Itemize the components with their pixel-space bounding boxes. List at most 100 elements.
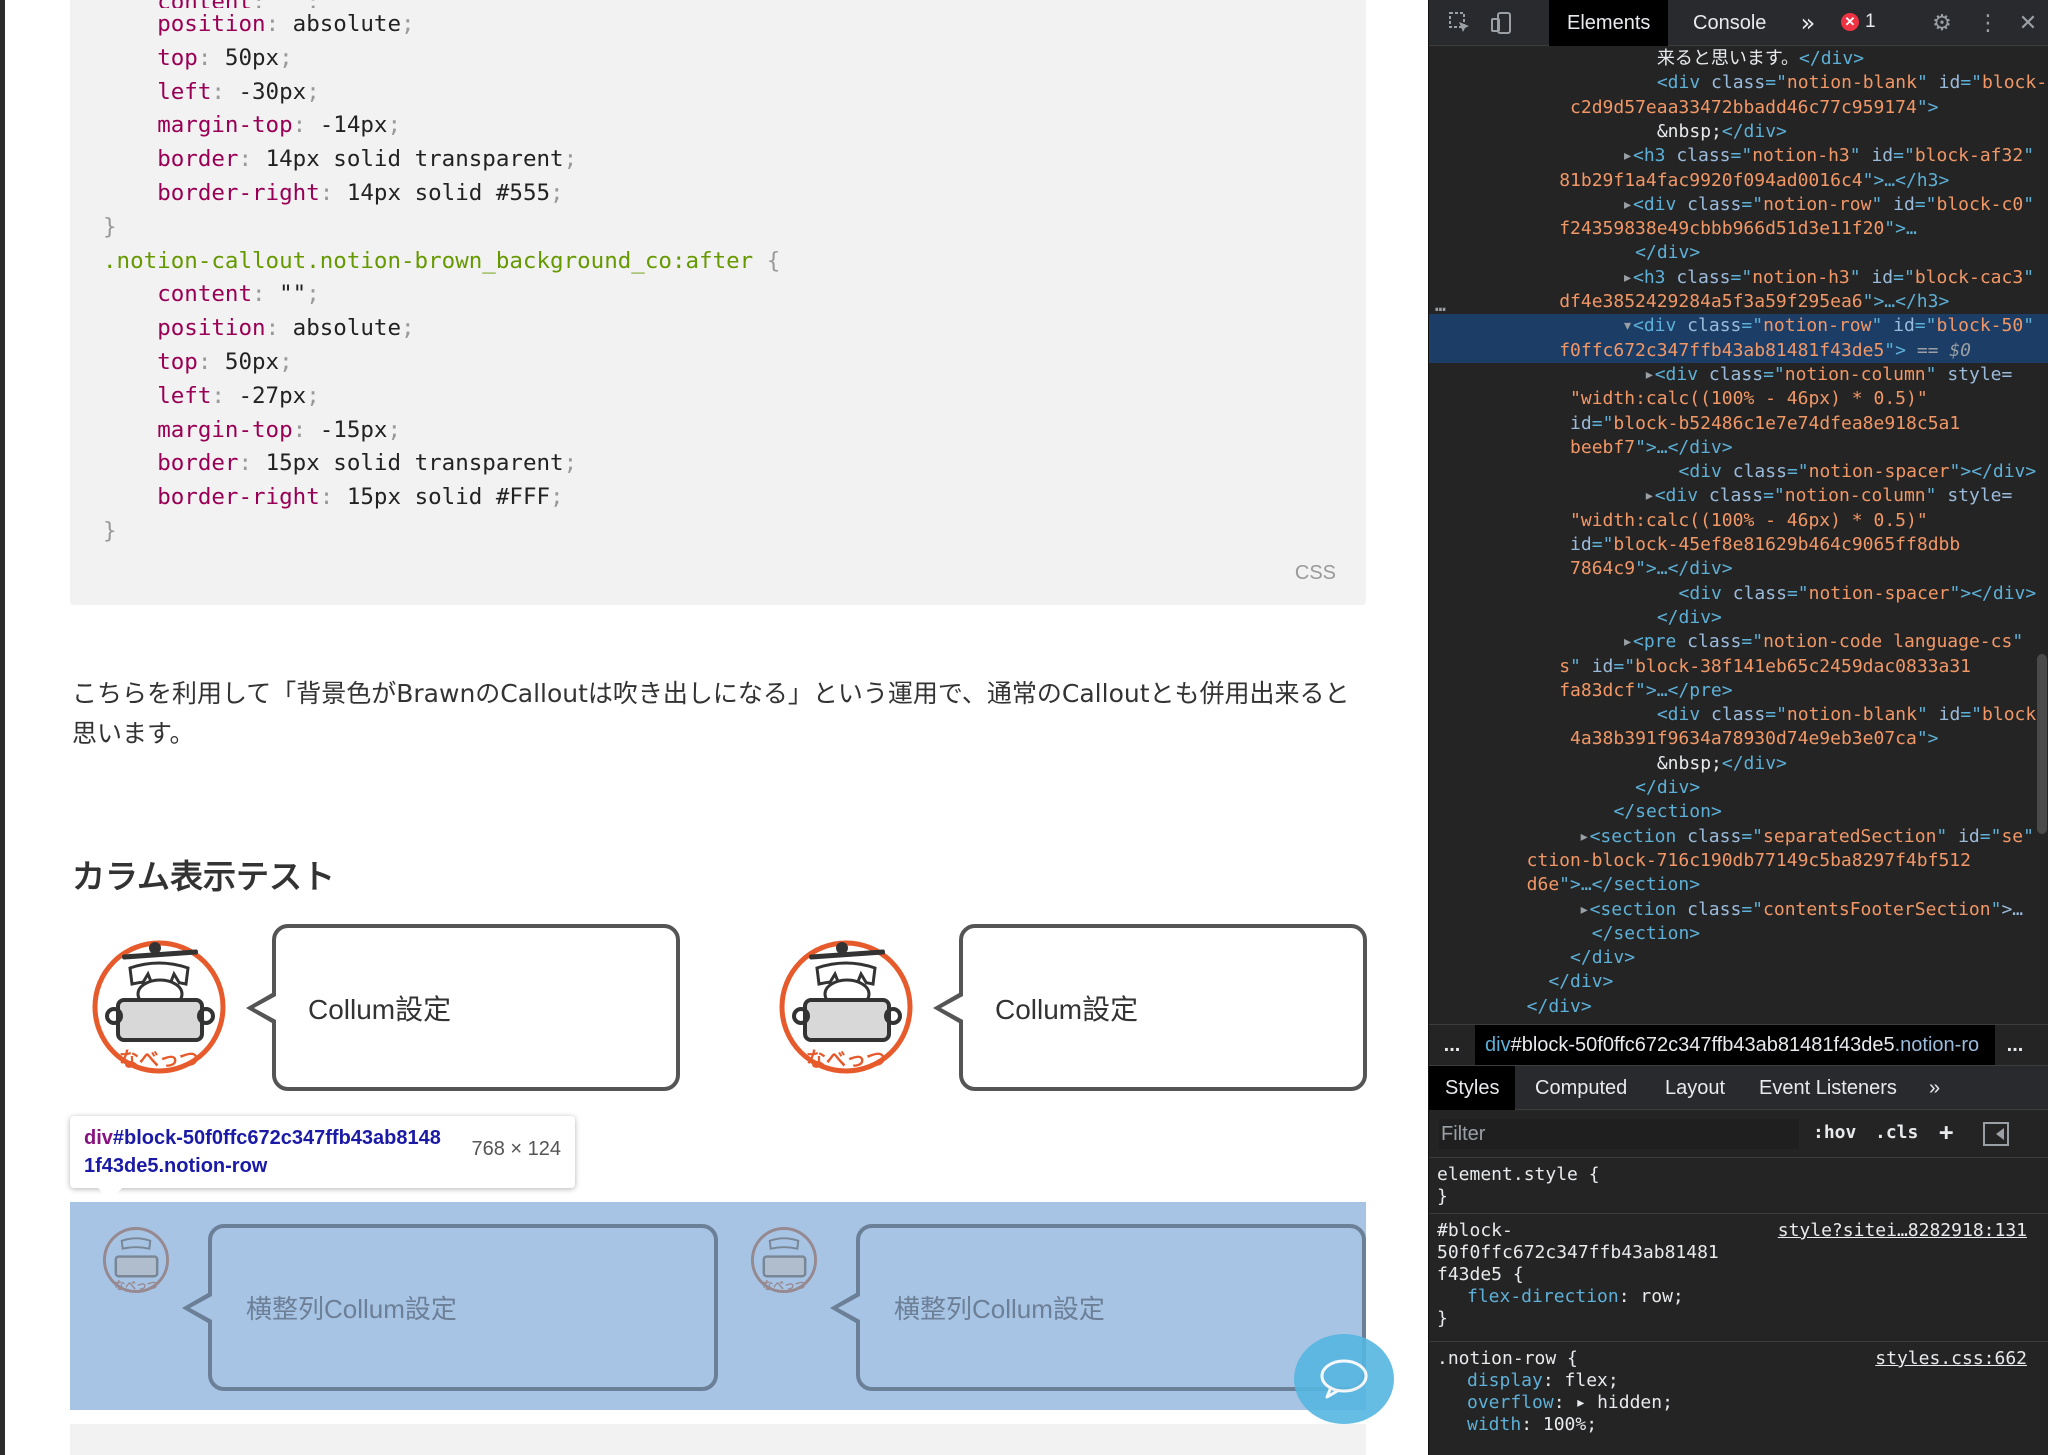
rule-source-link[interactable]: styles.css:662 [1875,1348,2027,1369]
tab-event-listeners[interactable]: Event Listeners [1759,1076,1897,1099]
dom-node[interactable]: ▸<section class="separatedSection" id="s… [1429,825,2048,849]
code-line: position: absolute; [103,312,780,346]
dom-node[interactable]: <div class="notion-spacer"></div> [1429,460,2048,484]
dom-node[interactable]: id="block-45ef8e81629b464c9065ff8dbb [1429,533,2048,557]
rule-declaration[interactable]: width: 100%; [1467,1414,1598,1435]
dom-attr-value: block- [1982,72,2048,94]
style-rule-notion-row[interactable]: .notion-row { display: flex; overflow: ▸… [1429,1342,2048,1455]
dom-node[interactable]: &nbsp;</div> [1429,752,2048,776]
style-rule-element[interactable]: element.style { } [1429,1158,2048,1214]
rule-source-link[interactable]: style?sitei…8282918:131 [1777,1220,2027,1241]
expanded-triangle-icon[interactable]: ▾ [1622,315,1633,337]
code-punct: ; [563,450,578,477]
dom-punct: =" [1741,315,1764,337]
collapsed-triangle-icon[interactable]: ▸ [1578,825,1590,847]
dom-node[interactable]: </div> [1429,970,2048,994]
dom-node[interactable]: fa83dcf">…</pre> [1429,679,2048,703]
dom-node[interactable]: </section> [1429,922,2048,946]
rule-declaration[interactable]: flex-direction: row; [1467,1286,1684,1307]
collapsed-triangle-icon[interactable]: ▸ [1622,193,1633,215]
dom-node[interactable]: ▸<h3 class="notion-h3" id="block-cac3" [1429,266,2048,290]
toggle-sidebar-icon[interactable] [1983,1122,2009,1146]
dom-node[interactable]: "width:calc((100% - 46px) * 0.5)" [1429,509,2048,533]
tab-styles[interactable]: Styles [1429,1066,1516,1110]
dom-node[interactable]: ▸<div class="notion-column" style= [1429,484,2048,508]
dom-node[interactable]: df4e3852429284a5f3a59f295ea6">…</h3> [1429,290,2048,314]
vertical-dots-menu-icon[interactable]: ⋮ [1977,10,1999,36]
dom-attr-value: notion-blank [1786,72,1917,94]
dom-node[interactable]: ction-block-716c190db77149c5ba8297f4bf51… [1429,849,2048,873]
dom-node[interactable]: ▸<div class="notion-column" style= [1429,363,2048,387]
collapsed-triangle-icon[interactable]: ▸ [1643,485,1655,507]
collapsed-triangle-icon[interactable]: ▸ [1622,145,1633,167]
dom-node[interactable]: ▾<div class="notion-row" id="block-50" [1429,314,2048,339]
dom-node[interactable]: d6e">…</section> [1429,873,2048,897]
settings-gear-icon[interactable]: ⚙ [1932,10,1952,36]
styles-filter-input[interactable] [1439,1119,1799,1149]
callout-text: Collum設定 [995,993,1139,1025]
collapsed-triangle-icon[interactable]: ▸ [1622,266,1633,288]
web-page: content: ""; position: absolute; top: 50… [0,0,1394,1455]
dom-tree[interactable]: 来ると思います。</div> <div class="notion-blank" … [1429,46,2048,1024]
breadcrumb-more-left[interactable]: ... [1443,1033,1461,1056]
dom-node[interactable]: f0ffc672c347ffb43ab81481f43de5"> == $0 [1429,338,2048,363]
dom-node[interactable]: </div> [1429,776,2048,800]
code-property: top [157,348,198,375]
dom-attr-value: d6e [1526,874,1560,896]
dom-tree-scrollbar[interactable] [2037,654,2047,834]
breadcrumb-more-right[interactable]: ... [2006,1033,2024,1056]
dom-node[interactable]: s" id="block-38f141eb65c2459dac0833a31 [1429,655,2048,679]
dom-node[interactable]: beebf7">…</div> [1429,436,2048,460]
more-tabs-icon[interactable]: » [1800,9,1816,37]
new-style-rule-button[interactable]: + [1939,1118,1954,1146]
rule-declaration[interactable]: overflow: ▸ hidden; [1467,1392,1673,1413]
selected-node-ellipsis[interactable]: … [1435,295,1446,316]
dom-node[interactable]: 来ると思います。</div> [1429,47,2048,71]
dom-node[interactable]: ▸<section class="contentsFooterSection">… [1429,898,2048,922]
code-property: margin-top [157,416,293,443]
tab-layout[interactable]: Layout [1665,1076,1726,1099]
breadcrumb-item-selected[interactable]: div#block-50f0ffc672c347ffb43ab81481f43d… [1475,1025,1995,1065]
inspect-element-icon[interactable] [1445,8,1475,38]
more-subtabs-icon[interactable]: » [1929,1076,1941,1099]
avatar: なべっつ [777,938,915,1076]
collapsed-triangle-icon[interactable]: ▸ [1578,898,1590,920]
svg-text:なべっつ: なべっつ [114,1279,157,1292]
dom-node[interactable]: <div class="notion-blank" id="block-" [1429,71,2048,95]
close-devtools-icon[interactable]: ✕ [2018,10,2038,36]
dom-node[interactable]: f24359838e49cbbb966d51d3e11f20">… [1429,217,2048,241]
dom-punct: =" [1960,72,1983,94]
dom-attr-name: id [1947,825,1980,847]
error-count-badge[interactable]: ✕ 1 [1841,11,1876,33]
tab-computed[interactable]: Computed [1535,1076,1628,1099]
dom-node[interactable]: <div class="notion-spacer"></div> [1429,582,2048,606]
dom-node[interactable]: 81b29f1a4fac9920f094ad0016c4">…</h3> [1429,169,2048,193]
dom-node[interactable]: ▸<div class="notion-row" id="block-c0" [1429,193,2048,217]
rule-declaration[interactable]: display: flex; [1467,1370,1619,1391]
tab-console[interactable]: Console [1693,11,1767,34]
dom-node[interactable]: ▸<pre class="notion-code language-cs" [1429,630,2048,654]
dom-node[interactable]: 7864c9">…</div> [1429,557,2048,581]
collapsed-triangle-icon[interactable]: ▸ [1622,631,1633,653]
dom-node[interactable]: </div> [1429,606,2048,630]
dom-node[interactable]: c2d9d57eaa33472bbadd46c77c959174"> [1429,96,2048,120]
device-toolbar-icon[interactable] [1487,8,1517,38]
code-property: position [157,315,266,342]
dom-node[interactable]: id="block-b52486c1e7e74dfea8e918c5a1 [1429,412,2048,436]
dom-tag: ">…</h3> [1862,169,1950,191]
dom-node[interactable]: &nbsp;</div> [1429,120,2048,144]
dom-node[interactable]: ▸<h3 class="notion-h3" id="block-af32" [1429,144,2048,168]
dom-node[interactable]: </div> [1429,946,2048,970]
dom-node[interactable]: </div> [1429,241,2048,265]
dom-node[interactable]: </div> [1429,995,2048,1019]
style-rule-block-id[interactable]: #block- 50f0ffc672c347ffb43ab81481 f43de… [1429,1214,2048,1342]
dom-node[interactable]: 4a38b391f9634a78930d74e9eb3e07ca"> [1429,727,2048,751]
collapsed-triangle-icon[interactable]: ▸ [1643,363,1655,385]
tab-elements[interactable]: Elements [1549,0,1669,46]
hover-state-toggle[interactable]: :hov [1813,1122,1857,1143]
dom-node[interactable]: "width:calc((100% - 46px) * 0.5)" [1429,387,2048,411]
chat-button[interactable] [1294,1334,1394,1424]
class-toggle[interactable]: .cls [1875,1122,1919,1143]
dom-node[interactable]: <div class="notion-blank" id="block-" [1429,703,2048,727]
dom-node[interactable]: </section> [1429,800,2048,824]
